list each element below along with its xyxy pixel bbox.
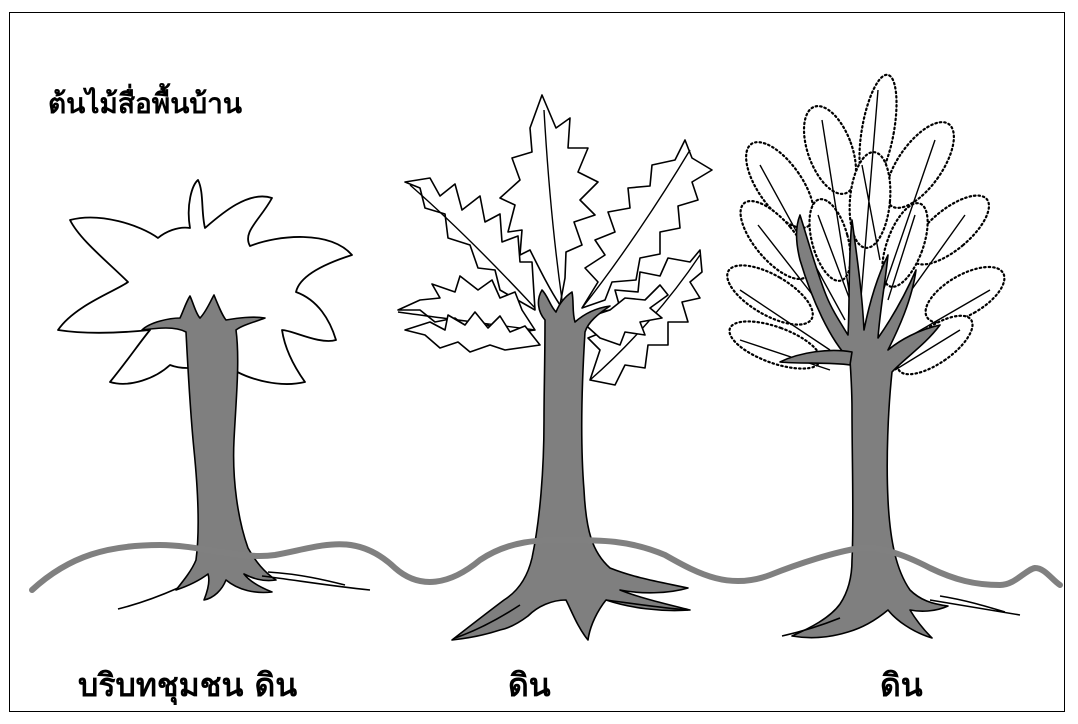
tree-2-leaf-vein	[581, 149, 691, 309]
tree-3-leaf-vein	[739, 89, 991, 371]
tree-3-root	[781, 595, 1021, 637]
tree-2-leaf	[404, 311, 541, 353]
tree-2-leaf-vein	[589, 254, 701, 381]
tree-3	[726, 73, 1021, 639]
tree-2-label: ดิน	[508, 666, 551, 704]
tree-3-trunk-branch	[779, 349, 853, 366]
tree-2-root	[454, 599, 689, 639]
diagram-title: ต้นไม้สื่อพื้นบ้าน	[48, 87, 243, 120]
tree-2-leaf-vein	[409, 184, 536, 309]
tree-2-trunk	[451, 289, 691, 641]
tree-3-leaf	[726, 264, 814, 326]
tree-1-trunk	[141, 294, 277, 601]
tree-1-root	[117, 571, 371, 610]
tree-1	[57, 179, 371, 610]
ground-line	[29, 536, 1063, 593]
tree-2-leaf-vein	[543, 109, 563, 301]
tree-1-label: บริบทชุมชน ดิน	[78, 666, 298, 704]
tree-2-leaf	[579, 284, 669, 346]
tree-2-leaf	[499, 94, 599, 306]
tree-1-crown	[57, 179, 353, 385]
tree-3-label: ดิน	[880, 666, 923, 704]
tree-3-leaf	[924, 265, 1006, 325]
tree-3-trunk	[791, 214, 949, 639]
tree-3-leaf	[802, 105, 858, 195]
tree-3-leaf	[885, 121, 955, 209]
tree-2	[397, 94, 713, 641]
tree-3-leaf	[728, 320, 822, 370]
tree-2-leaf	[404, 177, 536, 311]
tree-3-leaf	[848, 151, 892, 249]
